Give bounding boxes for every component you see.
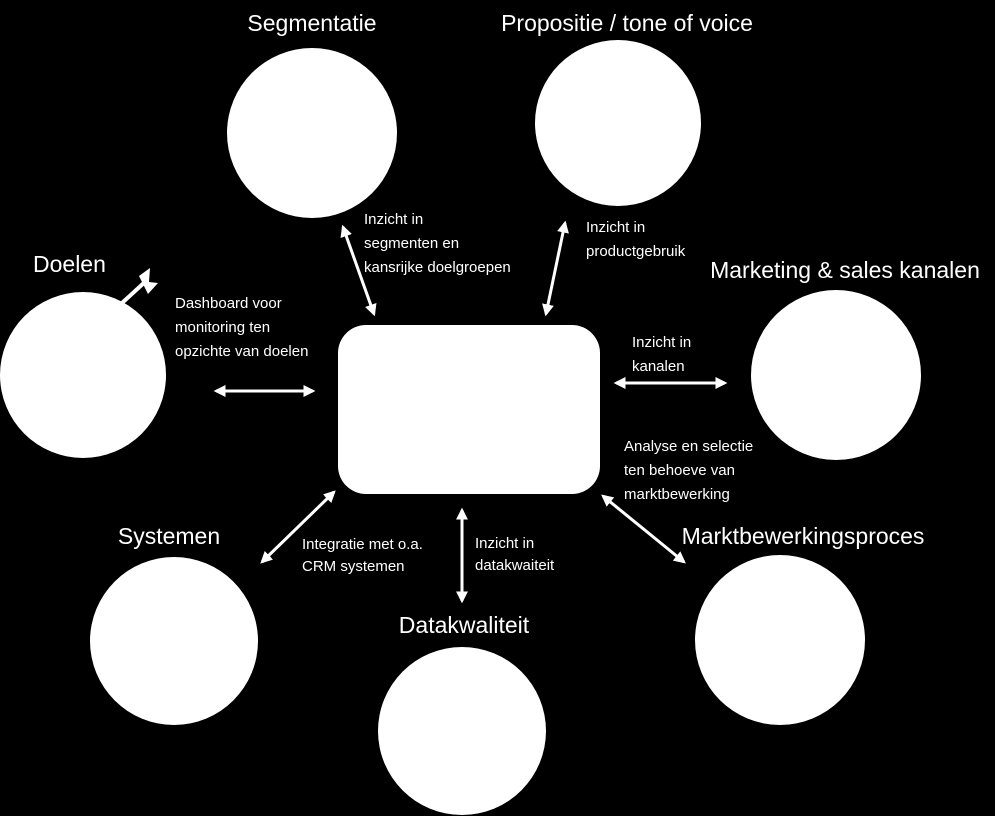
datakwaliteit-title: Datakwaliteit <box>399 612 530 638</box>
kanalen-label-line: Inzicht in <box>632 334 691 351</box>
marktbewerking-title: Marktbewerkingsproces <box>682 523 925 549</box>
kanalen-title: Marketing & sales kanalen <box>710 257 980 283</box>
kanalen-label: Inzicht in kanalen <box>632 334 695 375</box>
propositie-circle <box>535 40 701 206</box>
systemen-circle <box>90 557 258 725</box>
segmentatie-label-line: Inzicht in <box>364 211 423 228</box>
target-arrow-icon <box>120 268 158 305</box>
kanalen-label-line: kanalen <box>632 358 685 375</box>
segmentatie-circle <box>227 48 397 218</box>
segmentatie-title: Segmentatie <box>247 10 376 36</box>
kanalen-circle <box>751 290 921 460</box>
systemen-label: Integratie met o.a. CRM systemen <box>302 536 427 575</box>
marktbewerking-circle <box>695 555 865 725</box>
doelen-title: Doelen <box>33 251 106 277</box>
segmentatie-label-line: kansrijke doelgroepen <box>364 259 511 276</box>
systemen-label-line: Integratie met o.a. <box>302 536 423 553</box>
doelen-label-line: Dashboard voor <box>175 295 282 312</box>
doelen-label-line: opzichte van doelen <box>175 343 308 360</box>
marktbewerking-label: Analyse en selectie ten behoeve van mark… <box>624 438 757 503</box>
marktbewerking-arrow <box>601 494 686 564</box>
central-hub-box <box>338 325 600 494</box>
doelen-label: Dashboard voor monitoring ten opzichte v… <box>175 295 308 360</box>
doelen-label-line: monitoring ten <box>175 319 270 336</box>
systemen-label-line: CRM systemen <box>302 558 405 575</box>
propositie-arrow <box>542 220 569 317</box>
systemen-arrow <box>260 490 336 564</box>
datakwaliteit-label: Inzicht in datakwaiteit <box>475 535 555 574</box>
segmentatie-arrow <box>340 224 377 317</box>
segmentatie-label-line: segmenten en <box>364 235 459 252</box>
marktbewerking-label-line: marktbewerking <box>624 486 730 503</box>
datakwaliteit-label-line: Inzicht in <box>475 535 534 552</box>
propositie-title: Propositie / tone of voice <box>501 10 753 36</box>
datakwaliteit-circle <box>378 647 546 815</box>
doelen-circle <box>0 292 166 458</box>
marktbewerking-label-line: Analyse en selectie <box>624 438 753 455</box>
systemen-title: Systemen <box>118 523 220 549</box>
propositie-label: Inzicht in productgebruik <box>586 219 686 260</box>
datakwaliteit-label-line: datakwaiteit <box>475 557 555 574</box>
marktbewerking-label-line: ten behoeve van <box>624 462 735 479</box>
propositie-label-line: Inzicht in <box>586 219 645 236</box>
propositie-label-line: productgebruik <box>586 243 686 260</box>
segmentatie-label: Inzicht in segmenten en kansrijke doelgr… <box>364 211 511 276</box>
